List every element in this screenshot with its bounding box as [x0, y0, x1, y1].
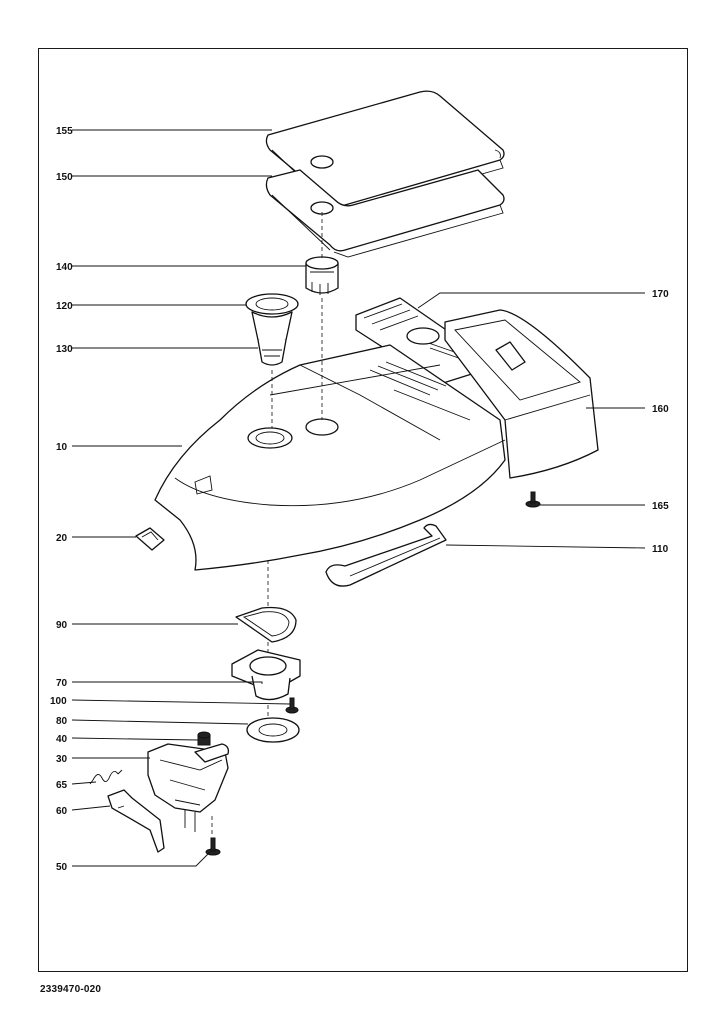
- part-40-knob: [197, 731, 211, 746]
- callout-120: 120: [56, 301, 73, 312]
- callout-labels: 155 150 140 120 130 10 20 90 70 100 80 4…: [50, 126, 669, 873]
- callout-165: 165: [652, 501, 669, 512]
- callout-155: 155: [56, 126, 73, 137]
- callout-65: 65: [56, 780, 68, 791]
- part-80-ring: [246, 717, 300, 743]
- callout-40: 40: [56, 734, 68, 745]
- part-165-foot: [525, 491, 541, 508]
- part-170-grille: [355, 297, 479, 385]
- callout-150: 150: [56, 172, 73, 183]
- callout-130: 130: [56, 344, 73, 355]
- part-150-plate: [265, 169, 505, 258]
- part-20-clip: [135, 527, 165, 551]
- callout-10: 10: [56, 442, 68, 453]
- part-140-cap: [305, 256, 339, 295]
- document-number: 2339470-020: [40, 984, 102, 995]
- callout-90: 90: [56, 620, 68, 631]
- part-50-screw: [205, 837, 221, 856]
- callout-170: 170: [652, 289, 669, 300]
- part-70-adapter: [231, 649, 301, 701]
- callout-20: 20: [56, 533, 68, 544]
- callout-110: 110: [652, 544, 669, 555]
- part-10-main-body: [154, 344, 506, 571]
- callout-50: 50: [56, 862, 68, 873]
- callout-30: 30: [56, 754, 68, 765]
- assembly-axes: [211, 212, 323, 836]
- part-160-rear-housing: [444, 309, 599, 479]
- callout-140: 140: [56, 262, 73, 273]
- callout-70: 70: [56, 678, 68, 689]
- part-60-lever: [107, 789, 165, 853]
- part-120-130-filter: [245, 293, 299, 366]
- callout-160: 160: [652, 404, 669, 415]
- leader-lines: [71, 129, 646, 867]
- callout-60: 60: [56, 806, 68, 817]
- part-30-mechanism: [147, 743, 230, 832]
- callout-80: 80: [56, 716, 68, 727]
- part-90-gasket: [235, 606, 297, 643]
- callout-100: 100: [50, 696, 67, 707]
- part-100-screw: [285, 697, 299, 714]
- part-110-strip: [325, 523, 447, 587]
- drawing-frame: [38, 48, 688, 972]
